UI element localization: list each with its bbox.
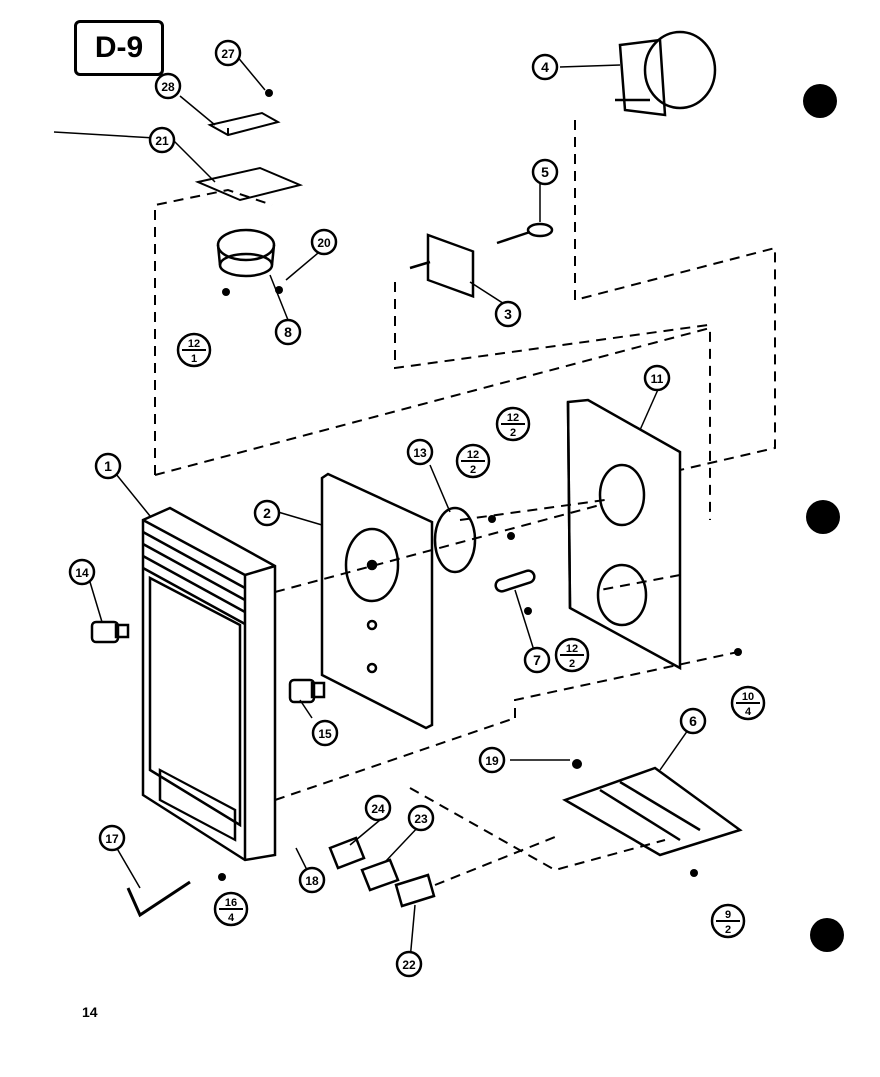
- block-part-22: [394, 873, 436, 908]
- fraction-callout-12-2: 122: [495, 406, 531, 442]
- svg-text:9: 9: [725, 909, 731, 921]
- svg-text:22: 22: [402, 958, 416, 972]
- svg-text:12: 12: [507, 412, 519, 424]
- callout-19: 19: [478, 746, 506, 774]
- page-number: 14: [82, 1004, 98, 1020]
- svg-text:19: 19: [485, 754, 499, 768]
- sensor-part-7: [494, 569, 536, 593]
- svg-text:27: 27: [221, 47, 235, 61]
- punch-hole-top: [803, 84, 837, 118]
- fraction-callout-12-2: 122: [455, 443, 491, 479]
- callout-23: 23: [407, 804, 435, 832]
- svg-text:16: 16: [225, 897, 237, 909]
- svg-text:2: 2: [510, 427, 516, 439]
- bracket-part-28: [207, 111, 281, 137]
- front-grille: [141, 506, 277, 862]
- svg-text:20: 20: [317, 236, 331, 250]
- svg-text:2: 2: [263, 505, 271, 521]
- svg-text:1: 1: [191, 353, 197, 365]
- callout-17: 17: [98, 824, 126, 852]
- callout-4: 4: [531, 53, 559, 81]
- callout-13: 13: [406, 438, 434, 466]
- knob-part-15: [288, 678, 326, 704]
- motor-part-8: [216, 228, 276, 278]
- svg-text:6: 6: [689, 713, 697, 729]
- callout-11: 11: [643, 364, 671, 392]
- svg-text:10: 10: [742, 691, 754, 703]
- block-part-24: [328, 836, 366, 870]
- block-part-23: [360, 858, 400, 892]
- svg-text:11: 11: [651, 372, 664, 386]
- svg-text:5: 5: [541, 164, 549, 180]
- control-housing: [566, 398, 682, 671]
- callout-22: 22: [395, 950, 423, 978]
- svg-text:7: 7: [533, 652, 541, 668]
- punch-hole-middle: [806, 500, 840, 534]
- svg-text:3: 3: [504, 306, 512, 322]
- punch-hole-bottom: [810, 918, 844, 952]
- fraction-callout-12-1: 121: [176, 332, 212, 368]
- svg-text:4: 4: [228, 912, 235, 924]
- callout-7: 7: [523, 646, 551, 674]
- fraction-callout-16-4: 164: [213, 891, 249, 927]
- callout-15: 15: [311, 719, 339, 747]
- callout-6: 6: [679, 707, 707, 735]
- callout-21: 21: [148, 126, 176, 154]
- dashed-assembly-lines: [154, 120, 776, 886]
- svg-text:12: 12: [188, 338, 200, 350]
- svg-text:4: 4: [541, 59, 549, 75]
- callout-28: 28: [154, 72, 182, 100]
- fraction-callout-10-4: 104: [730, 685, 766, 721]
- key-part-17: [126, 880, 191, 918]
- callout-27: 27: [214, 39, 242, 67]
- motor-part-4: [615, 30, 717, 117]
- callout-20: 20: [310, 228, 338, 256]
- callout-18: 18: [298, 866, 326, 894]
- callout-1: 1: [94, 452, 122, 480]
- base-part-6: [562, 766, 743, 857]
- leader-lines: [53, 54, 696, 961]
- switch-part-3: [409, 233, 475, 299]
- svg-text:12: 12: [467, 449, 479, 461]
- svg-text:15: 15: [318, 727, 332, 741]
- svg-text:2: 2: [470, 464, 476, 476]
- svg-text:24: 24: [371, 802, 385, 816]
- svg-text:8: 8: [284, 324, 292, 340]
- screws: [218, 89, 742, 881]
- callout-2: 2: [253, 499, 281, 527]
- front-panel: [320, 472, 434, 730]
- disc-plate: [433, 506, 477, 574]
- fraction-callout-9-2: 92: [710, 903, 746, 939]
- callout-14: 14: [68, 558, 96, 586]
- callout-8: 8: [274, 318, 302, 346]
- svg-text:17: 17: [105, 832, 119, 846]
- callout-5: 5: [531, 158, 559, 186]
- svg-text:28: 28: [161, 80, 175, 94]
- callout-24: 24: [364, 794, 392, 822]
- svg-text:1: 1: [104, 458, 112, 474]
- svg-text:18: 18: [305, 874, 319, 888]
- svg-text:21: 21: [155, 134, 169, 148]
- diagram-title: D-9: [74, 20, 164, 76]
- svg-text:13: 13: [413, 446, 427, 460]
- bracket-part-21: [194, 166, 304, 202]
- knob-part-14: [90, 620, 130, 644]
- fraction-callout-12-2: 122: [554, 637, 590, 673]
- svg-text:2: 2: [569, 658, 575, 670]
- svg-text:12: 12: [566, 643, 578, 655]
- svg-text:14: 14: [75, 566, 89, 580]
- lever-part-5: [496, 222, 554, 245]
- svg-text:4: 4: [745, 706, 752, 718]
- svg-text:2: 2: [725, 924, 731, 936]
- svg-text:23: 23: [414, 812, 428, 826]
- callout-3: 3: [494, 300, 522, 328]
